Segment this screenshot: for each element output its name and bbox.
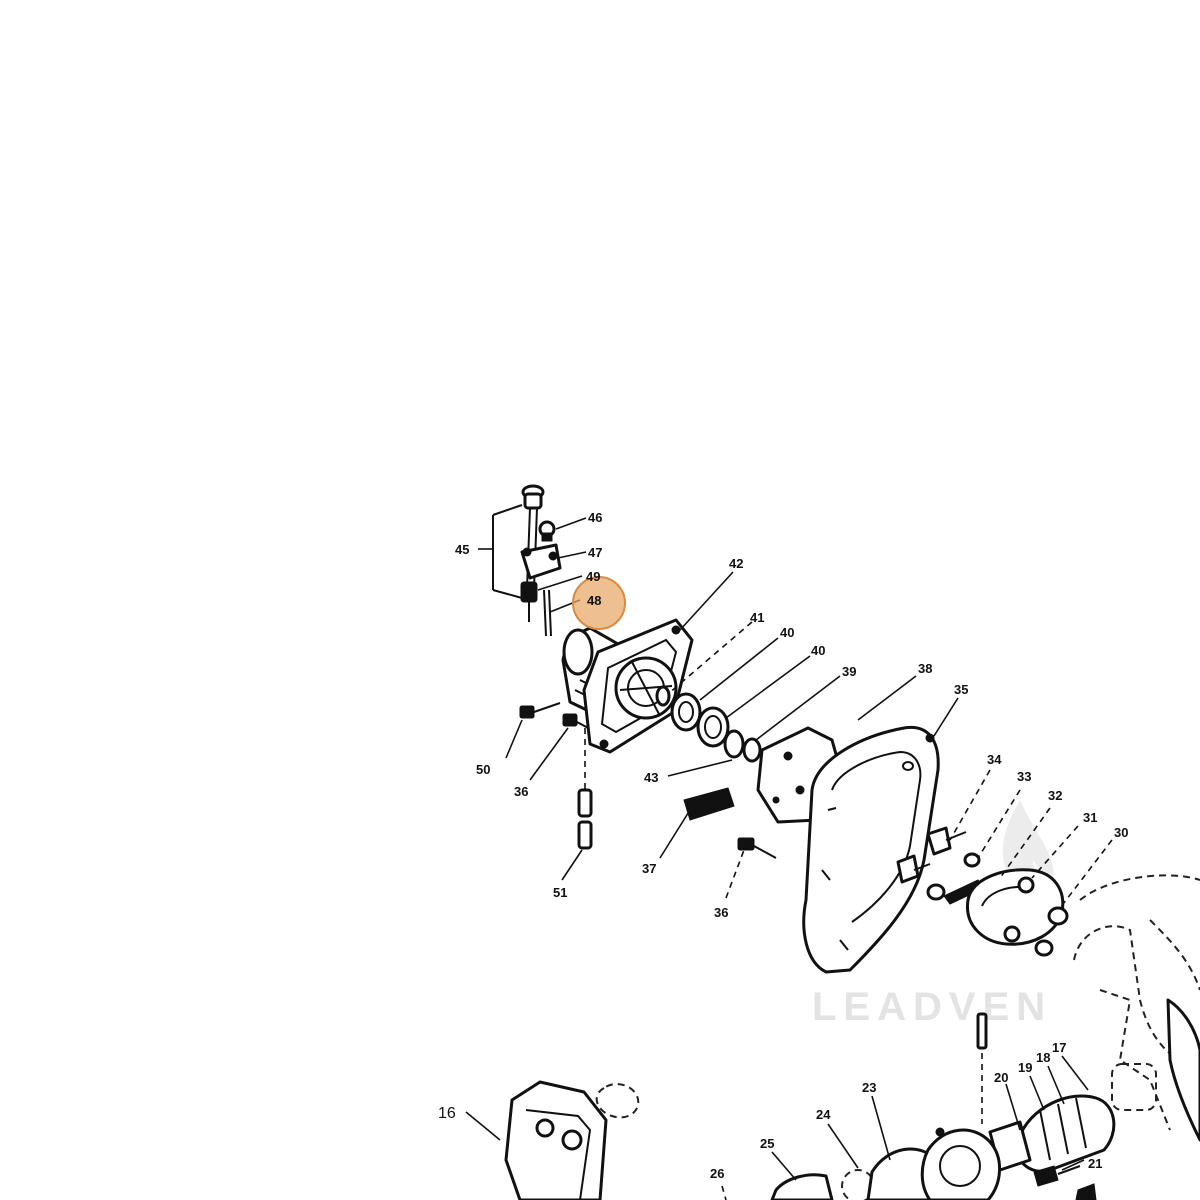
callout-42: 42 [729,556,743,571]
callout-23: 23 [862,1080,876,1095]
callout-30: 30 [1114,825,1128,840]
callout-16: 16 [438,1105,456,1122]
crank-assembly [976,1012,1116,1187]
callout-46: 46 [588,510,602,525]
callout-35: 35 [954,682,968,697]
callout-48: 48 [587,593,601,608]
callout-34: 34 [987,752,1002,767]
callout-49: 49 [586,569,600,584]
callout-19: 19 [1018,1060,1032,1075]
callout-47: 47 [588,545,602,560]
watermark-text: LEADVEN [812,985,1052,1029]
callout-25: 25 [760,1136,774,1151]
callout-31: 31 [1083,810,1097,825]
callout-38: 38 [918,661,932,676]
callout-41: 41 [750,610,764,625]
callout-39: 39 [842,664,856,679]
callout-33: 33 [1017,769,1031,784]
callout-18: 18 [1036,1050,1050,1065]
callout-26: 26 [710,1166,724,1181]
callout-43: 43 [644,770,658,785]
bearing-stack [655,685,762,821]
rotor-housing [756,725,940,974]
callout-labels: 45 46 47 49 48 42 41 40 40 39 38 35 50 3… [438,510,1128,1181]
callout-17: 17 [1052,1040,1066,1055]
callout-32: 32 [1048,788,1062,803]
clutch-assembly [737,826,1069,957]
callout-20: 20 [994,1070,1008,1085]
callout-40-a: 40 [780,625,794,640]
callout-37: 37 [642,861,656,876]
bottom-parts [504,1080,1097,1200]
callout-40-b: 40 [811,643,825,658]
callout-24: 24 [816,1107,831,1122]
callout-36-b: 36 [714,905,728,920]
engine-block-outline [1073,874,1200,1142]
leader-lines [465,517,1113,1200]
callout-45: 45 [455,542,469,557]
callout-36-a: 36 [514,784,528,799]
callout-21: 21 [1088,1156,1102,1171]
callout-51: 51 [553,885,567,900]
highlight-marker[interactable] [572,576,626,630]
callout-50: 50 [476,762,490,777]
